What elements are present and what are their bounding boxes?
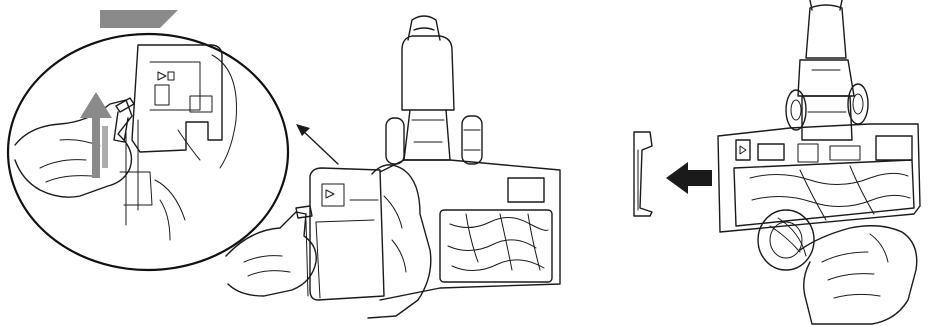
right-panel <box>634 0 920 324</box>
magnified-detail <box>8 34 288 270</box>
hand-right <box>800 226 917 324</box>
brush-head-left <box>226 16 560 318</box>
hand-drawing <box>15 100 132 197</box>
side-cover-part <box>634 132 652 216</box>
left-panel <box>8 10 560 318</box>
left-arrow-icon <box>666 162 712 194</box>
slide-arrow-icon <box>100 10 178 28</box>
brush-roll-end <box>758 210 814 270</box>
pointer-arrow <box>296 124 338 164</box>
brush-head-right <box>718 0 920 324</box>
